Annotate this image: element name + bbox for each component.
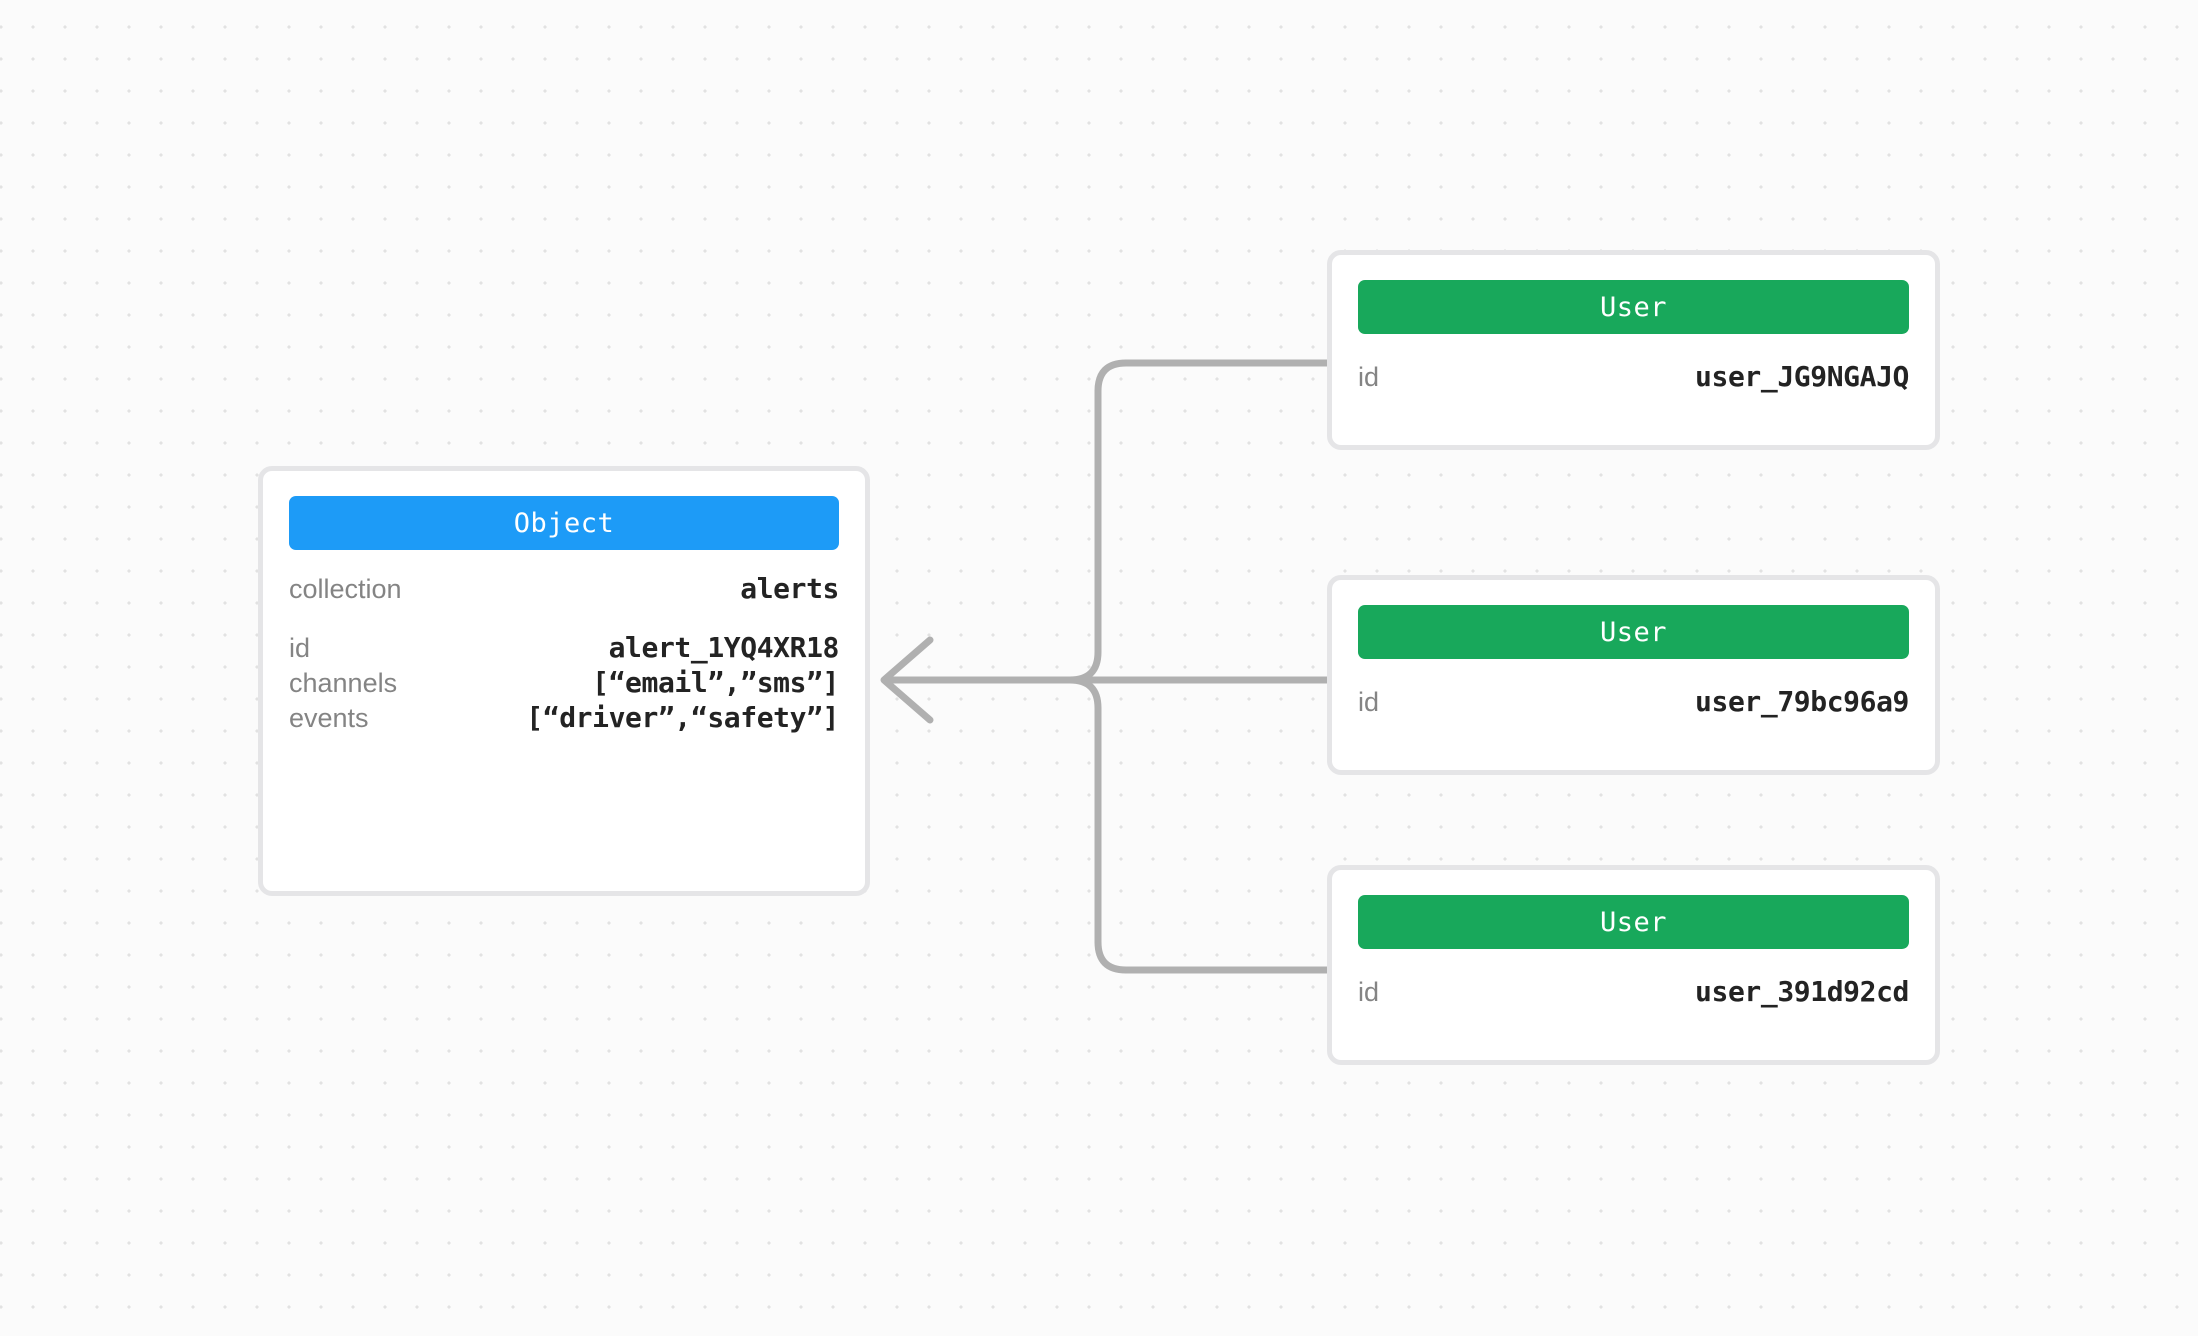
field-value: alerts xyxy=(740,572,839,605)
field-key: id xyxy=(289,633,311,663)
edge-user1-to-object xyxy=(884,359,1336,684)
field-key: id xyxy=(1358,977,1380,1007)
edge-arrowhead-icon xyxy=(880,636,934,724)
field-value: [“driver”,“safety”] xyxy=(526,701,839,734)
node-user-3-fields: id user_391d92cd xyxy=(1332,949,1935,1008)
field-row: channels [“email”,”sms”] xyxy=(289,666,839,699)
node-user-1[interactable]: User id user_JG9NGAJQ xyxy=(1327,250,1940,450)
node-user-2-fields: id user_79bc96a9 xyxy=(1332,659,1935,718)
node-user-1-type-badge: User xyxy=(1358,280,1909,334)
field-key: collection xyxy=(289,574,402,604)
field-key: channels xyxy=(289,668,398,698)
node-object[interactable]: Object collection alerts id alert_1YQ4XR… xyxy=(258,466,870,896)
field-key: events xyxy=(289,703,369,733)
node-object-fields: collection alerts id alert_1YQ4XR18 chan… xyxy=(263,550,865,734)
field-row: id alert_1YQ4XR18 xyxy=(289,631,839,664)
field-row: id user_391d92cd xyxy=(1358,975,1909,1008)
field-key: id xyxy=(1358,687,1380,717)
field-value: user_391d92cd xyxy=(1695,975,1909,1008)
node-user-2[interactable]: User id user_79bc96a9 xyxy=(1327,575,1940,775)
node-user-1-fields: id user_JG9NGAJQ xyxy=(1332,334,1935,393)
field-value: user_JG9NGAJQ xyxy=(1695,360,1909,393)
field-value: [“email”,”sms”] xyxy=(592,666,839,699)
node-user-2-type-badge: User xyxy=(1358,605,1909,659)
field-row: id user_JG9NGAJQ xyxy=(1358,360,1909,393)
field-row: id user_79bc96a9 xyxy=(1358,685,1909,718)
field-value: user_79bc96a9 xyxy=(1695,685,1909,718)
node-object-type-badge: Object xyxy=(289,496,839,550)
edge-user3-to-object xyxy=(884,676,1336,974)
node-user-3-type-badge: User xyxy=(1358,895,1909,949)
field-row: collection alerts xyxy=(289,572,839,605)
node-user-3[interactable]: User id user_391d92cd xyxy=(1327,865,1940,1065)
field-value: alert_1YQ4XR18 xyxy=(608,631,840,664)
field-key: id xyxy=(1358,362,1380,392)
field-row: events [“driver”,“safety”] xyxy=(289,701,839,734)
